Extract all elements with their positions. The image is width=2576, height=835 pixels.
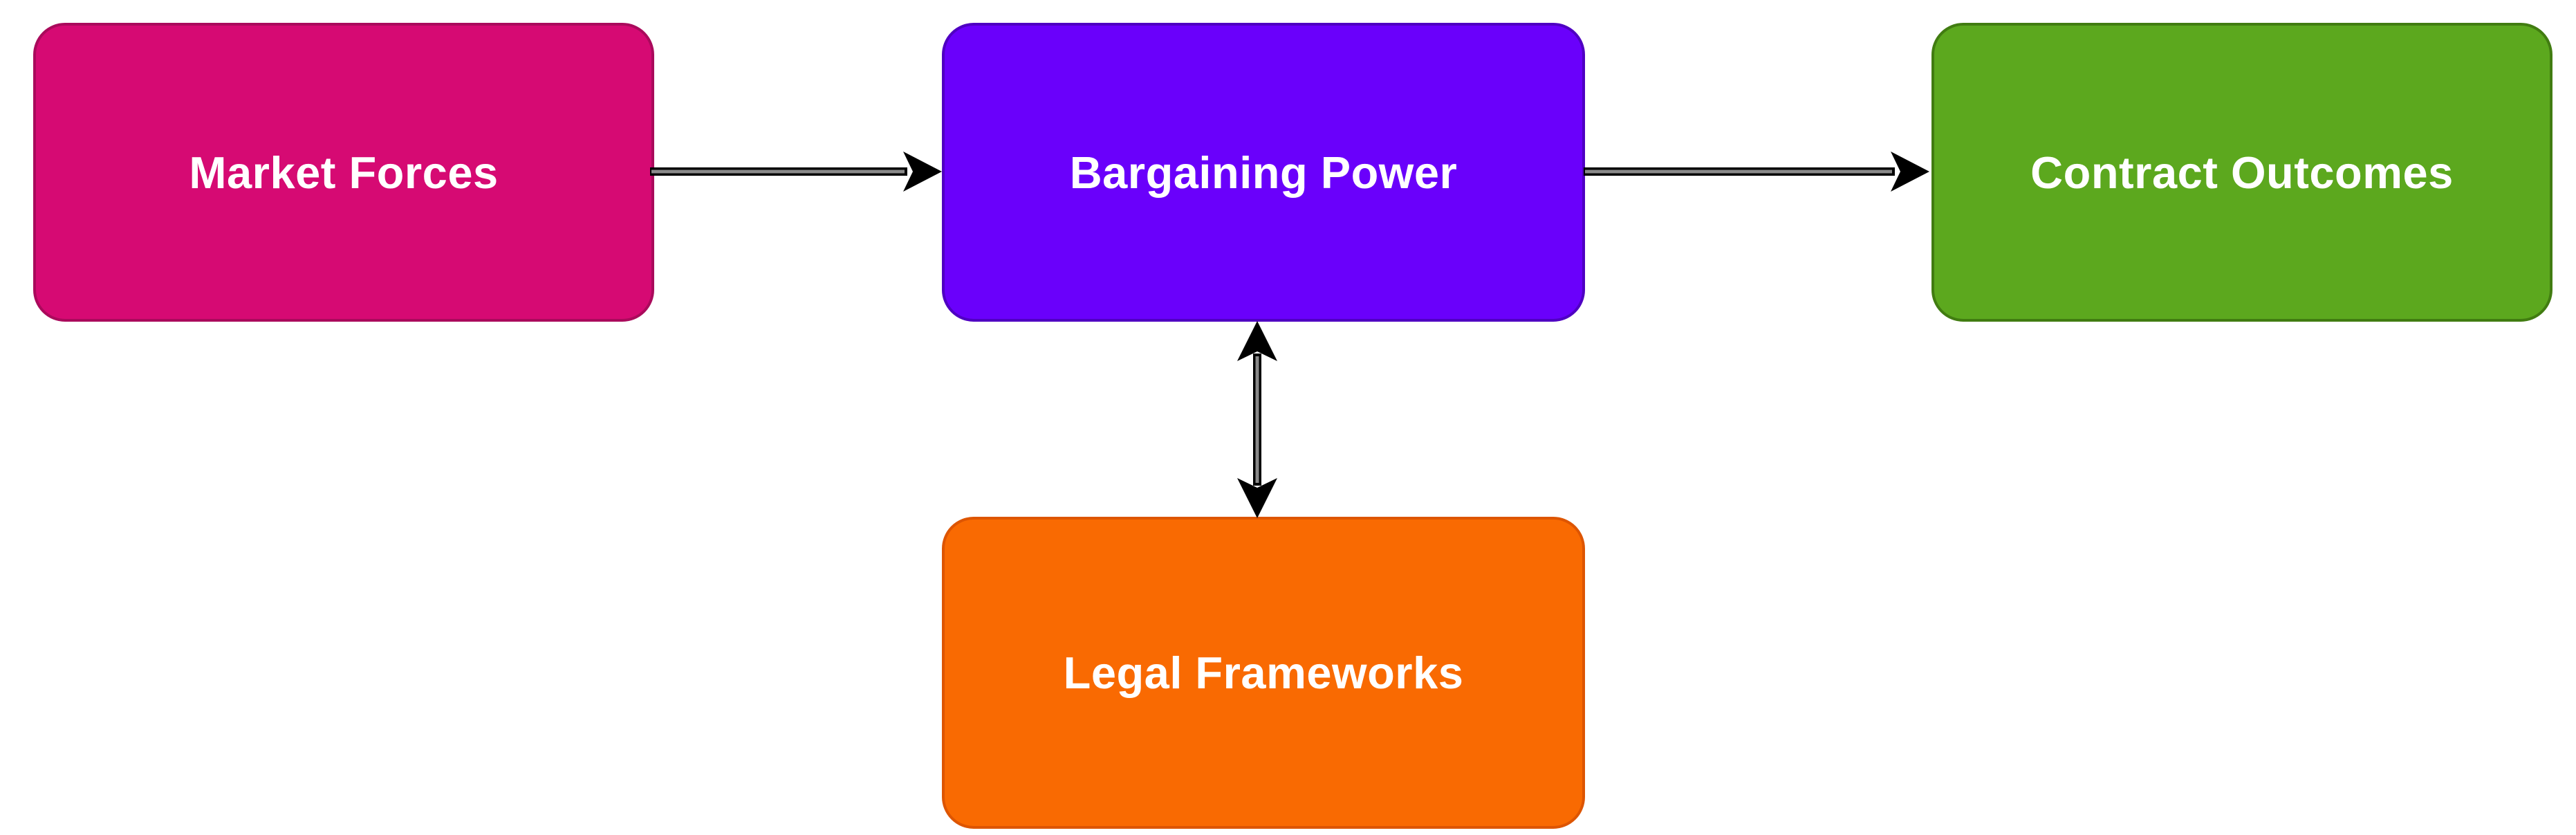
arrow-bargaining-power-legal-frameworks-bidirectional bbox=[1237, 321, 1277, 518]
node-label-market-forces: Market Forces bbox=[189, 147, 499, 198]
arrow-bargaining-power-to-contract-outcomes bbox=[1584, 152, 1929, 192]
node-bargaining-power: Bargaining Power bbox=[942, 23, 1585, 322]
arrowhead-up-icon bbox=[1237, 321, 1277, 361]
arrow-market-forces-to-bargaining-power bbox=[650, 152, 942, 192]
arrowhead-down-icon bbox=[1237, 478, 1277, 518]
node-legal-frameworks: Legal Frameworks bbox=[942, 517, 1585, 829]
node-label-bargaining-power: Bargaining Power bbox=[1069, 147, 1458, 198]
node-contract-outcomes: Contract Outcomes bbox=[1931, 23, 2552, 322]
arrowhead-right-icon bbox=[1891, 152, 1929, 192]
node-label-contract-outcomes: Contract Outcomes bbox=[2030, 147, 2454, 198]
arrowhead-right-icon bbox=[903, 152, 942, 192]
node-market-forces: Market Forces bbox=[33, 23, 654, 322]
node-label-legal-frameworks: Legal Frameworks bbox=[1063, 648, 1464, 698]
